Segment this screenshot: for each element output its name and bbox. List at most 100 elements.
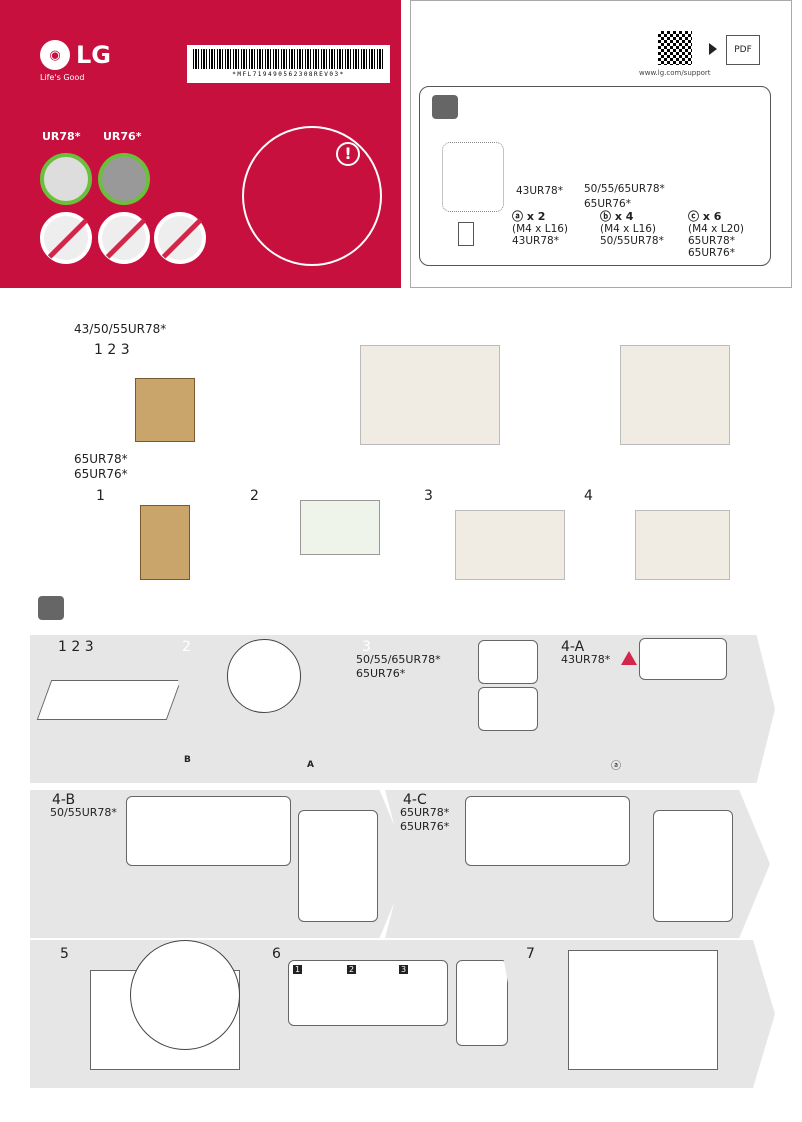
lg-logo-mark: ◉: [40, 40, 70, 70]
step-1-3-panel: 1 2 3: [30, 635, 202, 783]
screw-b: ⓑ x 4(M4 x L16)50/55UR78*: [600, 210, 664, 248]
step-label: 7: [526, 946, 535, 962]
lock-callout: [478, 640, 538, 684]
barcode: *MFL719490562308REV03*: [187, 45, 390, 83]
substep: 2: [347, 965, 357, 974]
tv-face-down: [36, 680, 182, 720]
screw-b-spec: (M4 x L16): [600, 223, 657, 235]
remote-illustration: [442, 142, 504, 212]
unlock-callout: [478, 687, 538, 731]
box-illustration: [140, 505, 190, 580]
box-icon: [432, 95, 458, 119]
cable-steps: 1 2 3: [288, 960, 448, 1026]
step-label: 4-B: [52, 792, 76, 808]
zoom-callout: [227, 639, 301, 713]
screw-c-qty: x 6: [702, 210, 722, 223]
step-label: 4-C: [403, 792, 427, 808]
substep: 1: [293, 965, 303, 974]
stand-label: 65UR76*: [584, 198, 631, 210]
label-b: B: [184, 755, 191, 765]
carry-no-icon: [98, 212, 150, 264]
washer-callout: [298, 810, 378, 922]
screw-c-model: 65UR78*: [688, 235, 735, 247]
screw-a-spec: (M4 x L16): [512, 223, 569, 235]
lift-warning-illustration: !: [242, 126, 382, 266]
screw-detail: [465, 796, 630, 866]
screw-b-model: 50/55UR78*: [600, 235, 664, 247]
cable-holder-callout: [130, 940, 240, 1050]
warning-icon: [621, 651, 637, 665]
screw-a-model: 43UR78*: [512, 235, 559, 247]
carry-no-icon: [154, 212, 206, 264]
screw-a: ⓐ x 2(M4 x L16)43UR78*: [512, 210, 569, 248]
arrow-right-icon: [709, 43, 717, 55]
brand: LG: [76, 41, 111, 69]
pdf-icon[interactable]: PDF: [726, 35, 760, 65]
washer-callout: [639, 638, 727, 680]
tv-illustration: [300, 500, 380, 555]
screw-c-model: 65UR76*: [688, 247, 735, 259]
unpack-group2-label: 65UR78*: [74, 452, 128, 466]
table-illustration: [455, 510, 565, 580]
step-label: 6: [272, 946, 281, 962]
screw-b-qty: x 4: [614, 210, 634, 223]
lock-callout: [456, 960, 508, 1046]
unpack-group2-label: 65UR76*: [74, 467, 128, 481]
substep: 3: [399, 965, 409, 974]
step-3-model: 65UR76*: [356, 667, 406, 680]
step-4a-model: 43UR78*: [561, 653, 611, 666]
step-3-model: 50/55/65UR78*: [356, 653, 441, 666]
step-label: 3: [362, 639, 371, 655]
screw-a-marker: ⓐ: [611, 761, 621, 772]
step-label: 4-A: [561, 639, 585, 655]
step-7-panel: 7: [500, 940, 775, 1088]
stand-43-label: 43UR78*: [516, 185, 563, 197]
step-label: 5: [60, 946, 69, 962]
screw-c-spec: (M4 x L20): [688, 223, 745, 235]
step-label: 1 2 3: [58, 639, 94, 655]
screw-a-qty: x 2: [526, 210, 546, 223]
model-ur76: UR76*: [103, 130, 142, 143]
unpack-step: 4: [584, 488, 593, 504]
tagline: Life's Good: [40, 73, 85, 82]
model-ur78: UR78*: [42, 130, 81, 143]
carry-ok-icon: [40, 153, 92, 205]
unpack-step: 3: [424, 488, 433, 504]
lift-tv-illustration: [360, 345, 500, 445]
qr-code: [658, 31, 692, 65]
manual-icon: [458, 222, 474, 246]
table-illustration: [635, 510, 730, 580]
carry-ok-icon: [98, 153, 150, 205]
step-4b-model: 50/55UR78*: [50, 806, 117, 819]
step-4c-model: 65UR78*: [400, 806, 450, 819]
screw-detail: [126, 796, 291, 866]
unpack-step: 2: [250, 488, 259, 504]
parts-box: 43UR78* 50/55/65UR78* 65UR76* ⓐ x 2(M4 x…: [419, 86, 771, 266]
box-illustration: [135, 378, 195, 442]
step-6-panel: 6 1 2 3: [250, 940, 530, 1088]
parts-panel: www.lg.com/support PDF 43UR78* 50/55/65U…: [410, 0, 792, 288]
barcode-text: *MFL719490562308REV03*: [232, 71, 345, 78]
step-label: 2: [182, 639, 191, 655]
unpack-group1-label: 43/50/55UR78*: [74, 322, 167, 336]
carry-no-icon: [40, 212, 92, 264]
lg-logo: ◉LG: [40, 40, 111, 70]
unpack-group1-steps: 1 2 3: [94, 342, 130, 358]
cover-panel: ◉LG Life's Good *MFL719490562308REV03* U…: [0, 0, 401, 288]
support-url[interactable]: www.lg.com/support: [639, 69, 711, 77]
table-tv-illustration: [620, 345, 730, 445]
step-5-panel: 5: [30, 940, 280, 1088]
label-a: A: [307, 760, 314, 770]
screw-c: ⓒ x 6(M4 x L20)65UR78*65UR76*: [688, 210, 745, 260]
tool-icon: [38, 596, 64, 620]
step-4c-model: 65UR76*: [400, 820, 450, 833]
washer-callout: [653, 810, 733, 922]
stand-label: 50/55/65UR78*: [584, 183, 665, 195]
unpack-step: 1: [96, 488, 105, 504]
tv-back: [568, 950, 718, 1070]
